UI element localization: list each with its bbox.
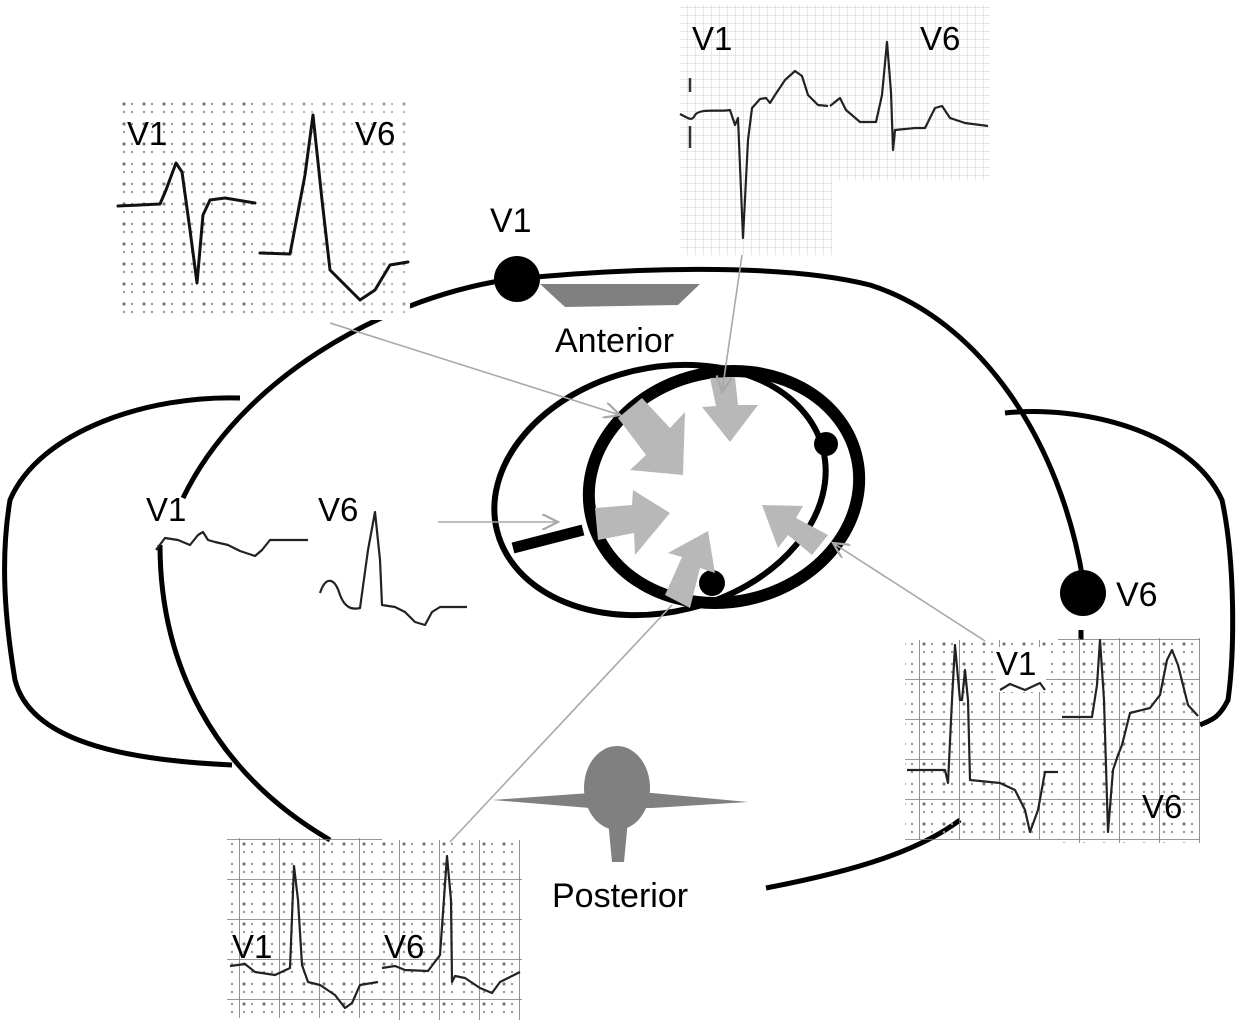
annulus-node-right xyxy=(814,432,838,456)
pointer-lines xyxy=(329,254,986,843)
ecg-lead-label-v1: V1 xyxy=(692,20,732,57)
electrode-v1-label: V1 xyxy=(490,202,532,240)
posterior-label: Posterior xyxy=(552,877,688,915)
ecg-trace-v1 xyxy=(155,530,308,558)
ecg-trace-v6 xyxy=(1062,638,1199,834)
ecg-lead-label-v6: V6 xyxy=(318,491,358,528)
ecg-panel-top-left: V1 V6 xyxy=(115,95,410,320)
spine-shape xyxy=(492,746,748,862)
ecg-panel-top-center: V1 V6 xyxy=(679,5,990,255)
ecg-trace-v6 xyxy=(829,40,989,152)
ecg-lead-label-v6: V6 xyxy=(920,20,960,57)
activation-arrow-anterior xyxy=(702,377,758,442)
annulus-node-bottom xyxy=(699,570,725,596)
pointer-bottom-right xyxy=(833,543,986,642)
anterior-label: Anterior xyxy=(555,322,674,360)
ecg-trace-v6 xyxy=(381,854,521,995)
ecg-trace-v1 xyxy=(679,69,829,240)
heart xyxy=(491,361,866,619)
ecg-panel-middle-left: V1 V6 xyxy=(146,491,467,627)
ecg-panel-bottom-right: V1 V6 xyxy=(905,638,1200,843)
chest-outline xyxy=(2,266,1236,891)
ecg-lead-label-v6: V6 xyxy=(355,115,395,152)
activation-arrow-posteroseptal xyxy=(665,531,715,608)
mitral-annulus-ring xyxy=(582,365,866,609)
ecg-trace-v6 xyxy=(318,510,467,627)
pointer-top-left xyxy=(329,322,620,415)
ecg-lead-label-v1: V1 xyxy=(996,645,1036,682)
activation-arrow-posterolateral xyxy=(762,505,828,555)
ecg-lead-label-v1: V1 xyxy=(146,491,186,528)
pointer-top-center xyxy=(722,254,743,392)
ecg-panel-bottom-left: V1 V6 xyxy=(227,838,522,1020)
ecg-trace-v1 xyxy=(116,161,257,285)
activation-arrow-anterolateral xyxy=(618,398,685,475)
ecg-lead-label-v6: V6 xyxy=(1142,788,1182,825)
electrode-v6-label: V6 xyxy=(1116,576,1158,614)
sternum-shape xyxy=(540,284,700,307)
electrode-v1 xyxy=(494,256,540,302)
ecg-trace-v6 xyxy=(258,113,410,302)
ecg-trace-v1-tail xyxy=(999,681,1046,692)
septum xyxy=(511,524,585,554)
ecg-trace-v1 xyxy=(229,864,379,1010)
electrode-v6 xyxy=(1060,570,1106,616)
ecg-lead-label-v1: V1 xyxy=(232,928,272,965)
ecg-lead-label-v6: V6 xyxy=(384,928,424,965)
ecg-lead-label-v1: V1 xyxy=(127,115,167,152)
activation-arrow-septal xyxy=(595,490,670,555)
ecg-trace-v1 xyxy=(907,643,1058,834)
pointer-bottom-left xyxy=(449,604,673,843)
